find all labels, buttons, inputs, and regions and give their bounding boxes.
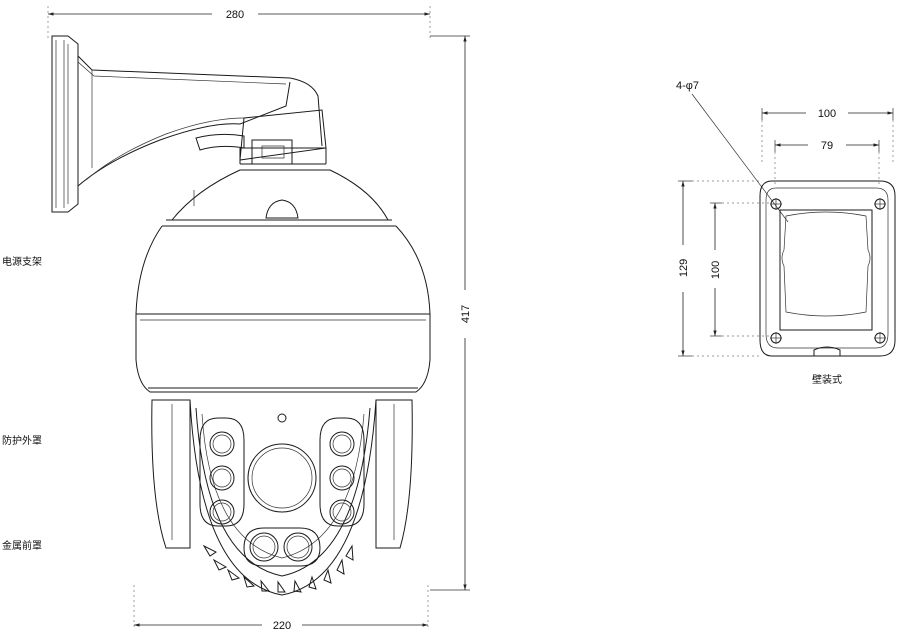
camera-top-cap xyxy=(162,169,396,227)
label-metal-front: 金属前罩 xyxy=(2,539,42,552)
label-outer-cover: 防护外罩 xyxy=(2,434,42,447)
mount-type-label: 壁装式 xyxy=(812,373,842,386)
camera-outer-cover xyxy=(151,399,413,549)
dimension-plate-outer-width-label: 100 xyxy=(818,108,836,120)
plate-outline xyxy=(759,180,896,357)
plate-inner-opening xyxy=(779,209,873,331)
dimension-bottom-width-label: 220 xyxy=(273,620,291,632)
dimension-plate-inner-height: 100 xyxy=(710,202,772,337)
dimension-total-height: 417 xyxy=(430,35,472,591)
camera-metal-front xyxy=(189,399,377,596)
dimension-plate-inner-height-label: 100 xyxy=(710,261,722,279)
indicator-dot xyxy=(277,413,287,423)
dimension-plate-outer-width: 100 xyxy=(761,108,894,162)
wall-bracket xyxy=(51,35,327,213)
bottom-lens-pair xyxy=(243,527,321,567)
dimension-top-width-label: 280 xyxy=(226,9,244,21)
hole-spec-label: 4-φ7 xyxy=(676,80,699,92)
dimension-plate-outer-height-label: 129 xyxy=(678,259,690,277)
dimension-plate-outer-height: 129 xyxy=(678,180,760,357)
left-ir-bank xyxy=(199,417,245,527)
dimension-top-width: 280 xyxy=(47,6,431,40)
dimension-bottom-width: 220 xyxy=(133,585,429,632)
right-ir-bank xyxy=(319,417,365,527)
mounting-plate-drawing: 100 79 129 xyxy=(676,80,896,386)
dimension-plate-inner-width: 79 xyxy=(774,140,880,185)
label-bracket: 电源支架 xyxy=(2,255,42,268)
front-cover-ribs xyxy=(202,544,354,593)
dimension-plate-inner-width-label: 79 xyxy=(821,140,833,152)
plate-mounting-holes xyxy=(770,198,886,344)
main-lens xyxy=(247,443,317,513)
dimension-total-height-label: 417 xyxy=(460,305,472,323)
camera-dome-body xyxy=(135,225,431,393)
